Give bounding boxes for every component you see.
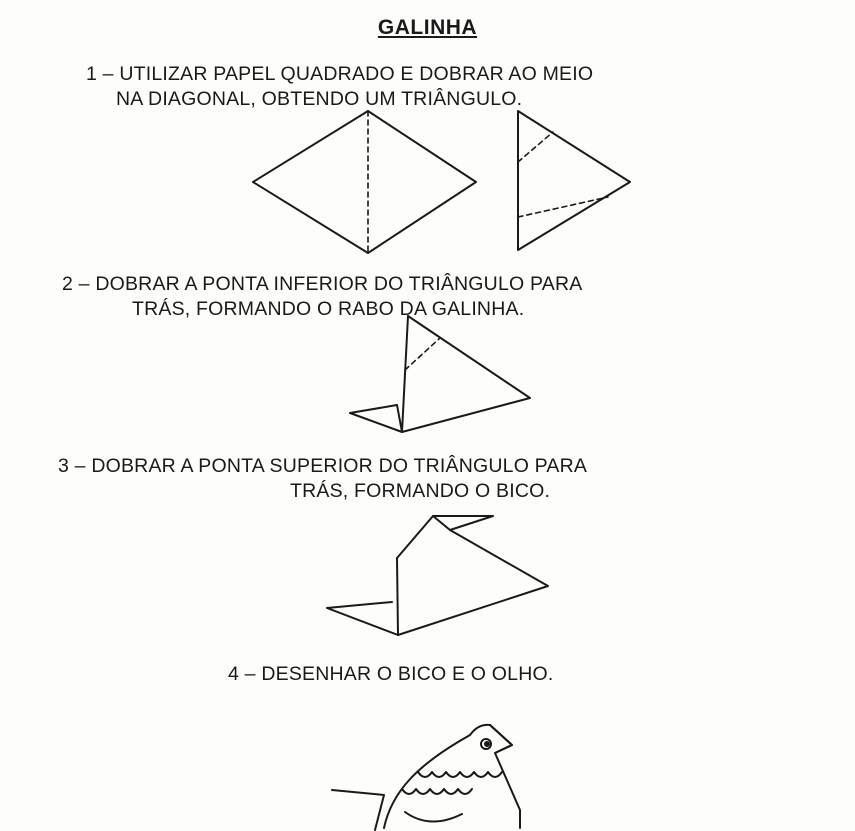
step-3-line-2: TRÁS, FORMANDO O BICO. bbox=[290, 480, 551, 502]
step-1-line-2: NA DIAGONAL, OBTENDO UM TRIÂNGULO. bbox=[116, 88, 523, 110]
beak-fold-edge bbox=[432, 515, 451, 531]
hen-tail-outline bbox=[326, 601, 399, 636]
step-1-triangle-diagram bbox=[517, 110, 631, 251]
feather-scallop-row-2 bbox=[401, 788, 473, 795]
step-1-square-diagram bbox=[252, 110, 477, 254]
feather-scallop-row-1 bbox=[417, 771, 503, 778]
step-3-line-1: 3 – DOBRAR A PONTA SUPERIOR DO TRIÂNGULO… bbox=[58, 455, 588, 477]
step-2-tail-diagram bbox=[349, 315, 531, 433]
top-fold-line bbox=[517, 131, 554, 163]
eye-drawing bbox=[480, 738, 492, 750]
beak-fold-line bbox=[404, 337, 441, 371]
bottom-fold-line bbox=[517, 196, 609, 218]
step-1-line-1: 1 – UTILIZAR PAPEL QUADRADO E DOBRAR AO … bbox=[86, 63, 594, 85]
step-3-instruction: 3 – DOBRAR A PONTA SUPERIOR DO TRIÂNGULO… bbox=[58, 454, 587, 504]
step-4-instruction: 4 – DESENHAR O BICO E O OLHO. bbox=[228, 662, 553, 687]
hen-body-outline bbox=[396, 515, 549, 636]
tail-edge-line bbox=[396, 404, 403, 433]
beak-drawing bbox=[489, 724, 513, 754]
triangle-paper-outline bbox=[517, 110, 631, 251]
step-2-instruction: 2 – DOBRAR A PONTA INFERIOR DO TRIÂNGULO… bbox=[62, 272, 582, 322]
step-2-line-2: TRÁS, FORMANDO O RABO DA GALINHA. bbox=[132, 298, 525, 320]
step-4-line-1: 4 – DESENHAR O BICO E O OLHO. bbox=[228, 663, 554, 685]
hen-tail-drawing bbox=[331, 789, 385, 831]
step-3-beak-diagram bbox=[326, 515, 549, 636]
step-1-instruction: 1 – UTILIZAR PAPEL QUADRADO E DOBRAR AO … bbox=[86, 62, 593, 112]
hen-front-edge bbox=[396, 557, 399, 636]
triangle-with-tail-outline bbox=[349, 315, 531, 433]
page-title: GALINHA bbox=[377, 16, 478, 39]
wing-drawing bbox=[404, 811, 463, 823]
square-paper-outline bbox=[252, 110, 477, 254]
step-2-line-1: 2 – DOBRAR A PONTA INFERIOR DO TRIÂNGULO… bbox=[62, 273, 583, 295]
body-edge-line bbox=[401, 315, 409, 433]
eye-pupil-drawing bbox=[484, 741, 490, 747]
step-4-finished-hen-drawing bbox=[331, 723, 521, 831]
